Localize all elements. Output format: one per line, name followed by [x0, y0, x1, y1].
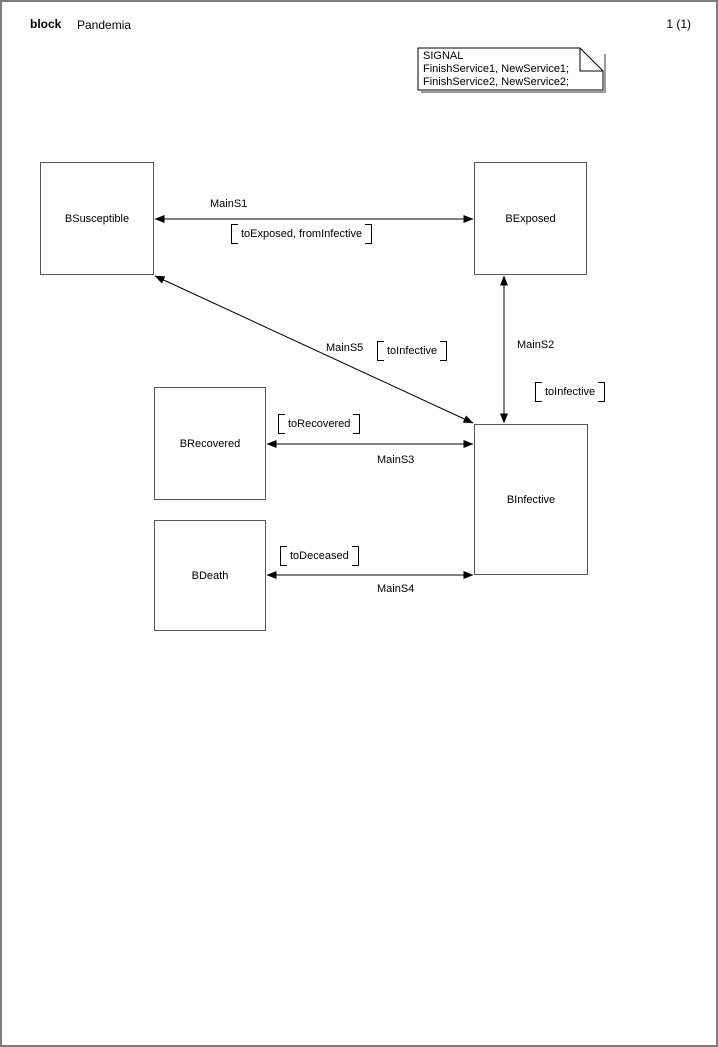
channel-mains5-line[interactable] [154, 275, 474, 424]
note-shadow [421, 54, 606, 93]
block-bexposed[interactable]: BExposed [474, 162, 587, 275]
channel-mains5-label[interactable]: MainS5 [326, 342, 364, 354]
channel-mains4-label[interactable]: MainS4 [377, 583, 415, 595]
block-label: BSusceptible [64, 212, 130, 225]
block-binfective[interactable]: BInfective [474, 424, 588, 575]
note-line: FinishService2, NewService2; [423, 76, 570, 88]
channel-mains5-signallist[interactable]: toInfective [377, 341, 448, 361]
note-fold-icon [579, 48, 603, 72]
signal-declaration-note[interactable]: SIGNAL FinishService1, NewService1; Fini… [423, 50, 569, 89]
diagram-title: Pandemia [77, 18, 132, 32]
note-line: SIGNAL [423, 50, 464, 62]
note-shape[interactable] [417, 47, 604, 91]
channel-mains1-label[interactable]: MainS1 [210, 198, 248, 210]
block-label: BDeath [191, 569, 229, 582]
block-label: BRecovered [179, 437, 241, 450]
block-bdeath[interactable]: BDeath [154, 520, 266, 631]
page-number: 1 (1) [666, 17, 691, 31]
channel-mains2-signallist[interactable]: toInfective [535, 382, 606, 402]
channel-mains4-signallist[interactable]: toDeceased [280, 546, 359, 566]
channel-mains3-signallist[interactable]: toRecovered [278, 414, 361, 434]
diagram-kind-label: block [30, 17, 62, 31]
channel-mains3-label[interactable]: MainS3 [377, 454, 415, 466]
note-line: FinishService1, NewService1; [423, 63, 570, 75]
block-brecovered[interactable]: BRecovered [154, 387, 266, 500]
channel-mains1-signallist[interactable]: toExposed, fromInfective [231, 224, 373, 244]
channel-mains2-label[interactable]: MainS2 [517, 339, 555, 351]
block-label: BInfective [506, 493, 556, 506]
block-bsusceptible[interactable]: BSusceptible [40, 162, 154, 275]
block-label: BExposed [505, 212, 556, 225]
